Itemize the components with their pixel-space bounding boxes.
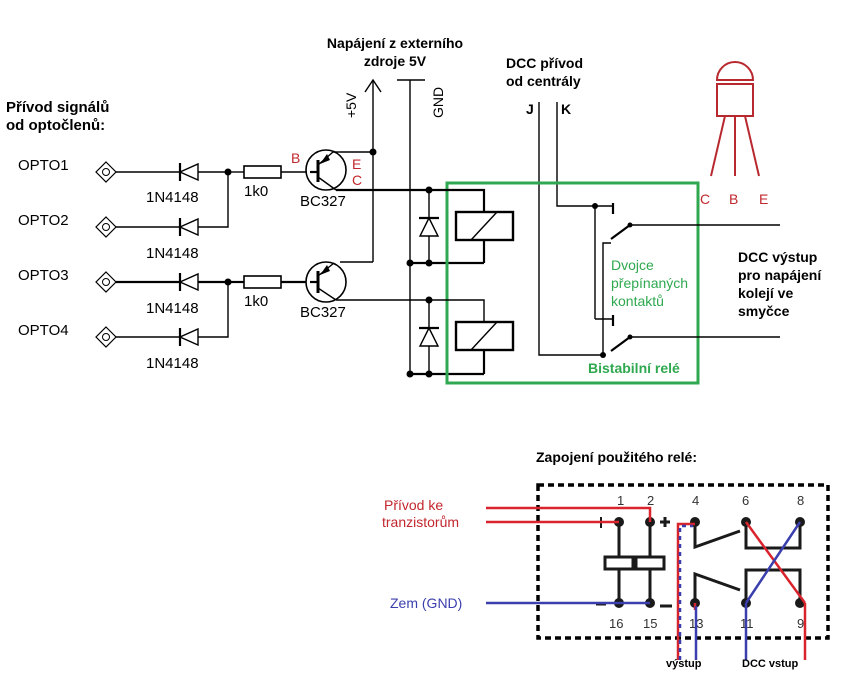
relay-box	[445, 181, 700, 385]
power-title-line2: zdroje 5V	[364, 53, 427, 69]
transistor-label: BC327	[300, 193, 346, 210]
contacts-label-line3: kontaktů	[611, 293, 664, 309]
diode-label: 1N4148	[146, 355, 199, 372]
flyback-diode-2	[406, 296, 484, 378]
input-row-opto1: OPTO1 1N4148	[18, 157, 228, 206]
dcc-out-title-line2: pro napájení	[738, 267, 822, 283]
gnd-rail	[397, 79, 425, 375]
input-label: OPTO4	[18, 322, 69, 339]
gnd-wires	[486, 521, 802, 660]
input-row-opto2: OPTO2 1N4148	[18, 172, 229, 262]
pin-label-b: B	[291, 150, 300, 166]
diode-icon	[178, 217, 199, 237]
gnd-wiring-label: Zem (GND)	[390, 595, 462, 611]
supply-label-line2: tranzistorům	[382, 514, 459, 530]
dcc-out-title-line1: DCC výstup	[738, 249, 817, 265]
connector-icon[interactable]	[95, 271, 117, 293]
pin-label-e: E	[352, 156, 361, 172]
diode-label: 1N4148	[146, 189, 199, 206]
contacts-label-line1: Dvojce	[611, 257, 654, 273]
supply-wires	[486, 506, 807, 660]
transistor-package-icon	[710, 61, 760, 177]
pin-label-c: C	[352, 172, 362, 188]
relay-switch-1	[592, 203, 780, 355]
inputs-title-line1: Přívod signálů	[6, 99, 109, 116]
dcc-j-wire	[538, 102, 603, 356]
transistor-label: BC327	[300, 304, 346, 321]
input-row-opto3: OPTO3 1N4148	[18, 267, 228, 317]
output-label: výstup	[666, 658, 702, 670]
package-pin-e: E	[759, 191, 768, 207]
pin-number: 16	[609, 616, 623, 631]
relay-wiring-title: Zapojení použitého relé:	[536, 449, 697, 465]
package-pin-c: C	[700, 191, 710, 207]
input-label: OPTO2	[18, 212, 69, 229]
connector-icon[interactable]	[95, 326, 117, 348]
transistor-2: BC327	[300, 261, 430, 321]
pin-number: 4	[692, 493, 699, 508]
inputs-title-line2: od optočlenů:	[6, 117, 105, 134]
diode-icon	[178, 327, 199, 347]
power-title-line1: Napájení z externího	[327, 35, 463, 51]
plus-5v-label: +5V	[343, 92, 359, 118]
input-label: OPTO1	[18, 157, 69, 174]
connector-icon[interactable]	[95, 216, 117, 238]
pin-number: 2	[647, 493, 654, 508]
dcc-input-label: DCC vstup	[742, 658, 799, 670]
transistor-1: B E C BC327	[291, 149, 430, 210]
connector-icon[interactable]	[95, 161, 117, 183]
dcc-out-title-line3: kolejí ve	[738, 285, 793, 301]
input-label: OPTO3	[18, 267, 69, 284]
dcc-in-title-line1: DCC přívod	[506, 55, 583, 71]
relay-package-outline	[536, 483, 830, 640]
terminal-k-label: K	[561, 101, 571, 117]
pin-number: 1	[617, 493, 624, 508]
relay-coil-2	[429, 299, 515, 374]
diode-icon	[178, 162, 199, 182]
relay-coil-1	[429, 188, 515, 263]
pin-number: 9	[797, 616, 804, 631]
contacts-label-line2: přepínaných	[611, 275, 688, 291]
diode-label: 1N4148	[146, 245, 199, 262]
relay-switch-2	[595, 315, 780, 358]
pin-number: 15	[643, 616, 657, 631]
flyback-diode-1	[406, 186, 484, 267]
plus-5v-rail	[340, 78, 382, 263]
dcc-in-title-line2: od centrály	[506, 73, 581, 89]
relay-internals	[596, 517, 802, 608]
resistor-label: 1k0	[244, 293, 268, 310]
pin-number: 8	[797, 493, 804, 508]
resistor-1: 1k0	[228, 165, 310, 200]
diode-icon	[178, 272, 199, 292]
resistor-2: 1k0	[228, 275, 310, 310]
pin-number: 6	[742, 493, 749, 508]
resistor-label: 1k0	[244, 183, 268, 200]
gnd-label: GND	[430, 87, 446, 118]
package-pin-b: B	[729, 191, 738, 207]
dcc-out-title-line4: smyčce	[738, 303, 790, 319]
terminal-j-label: J	[526, 101, 534, 117]
relay-box-title: Bistabilní relé	[588, 360, 680, 376]
supply-label-line1: Přívod ke	[384, 497, 443, 513]
input-row-opto4: OPTO4 1N4148	[18, 282, 229, 372]
diode-label: 1N4148	[146, 300, 199, 317]
dcc-k-wire	[556, 102, 595, 207]
